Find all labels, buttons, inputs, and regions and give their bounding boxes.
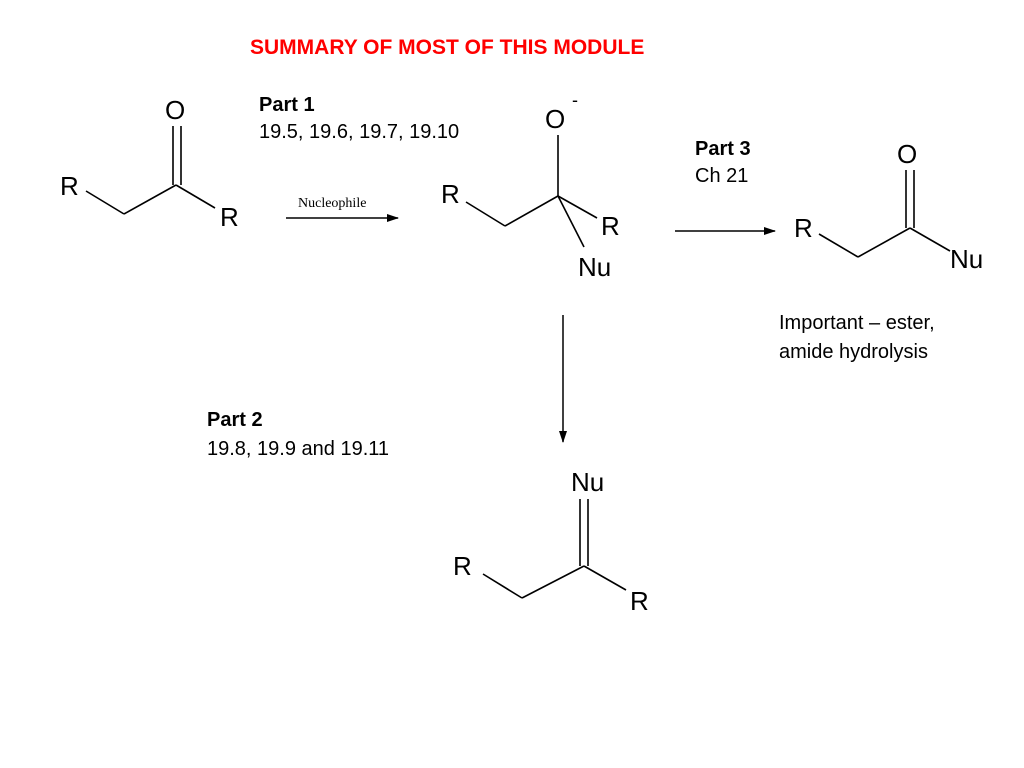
slide-title: SUMMARY OF MOST OF THIS MODULE (250, 36, 645, 59)
acyl-bond-c-nu (909, 227, 951, 252)
alkoxide-negative-charge: - (572, 90, 578, 110)
alkoxide-r-left: R (441, 179, 460, 209)
acyl-product-structure (818, 170, 951, 258)
ketone-bond-ch2-c (123, 184, 177, 215)
alkoxide-oxygen: O (545, 104, 565, 134)
alkoxide-bond-c-nu (557, 195, 585, 248)
hydrolysis-note-line-2: amide hydrolysis (779, 341, 928, 363)
alkoxide-bond-c-r (557, 195, 598, 219)
acyl-bond-ch2-c (857, 227, 911, 258)
alkoxide-bond-r-ch2 (465, 201, 506, 227)
imine-nucleophile: Nu (571, 467, 604, 497)
nucleophile-reagent-label: Nucleophile (298, 196, 366, 211)
acyl-oxygen: O (897, 139, 917, 169)
ketone-structure (85, 126, 216, 215)
imine-r-right: R (630, 586, 649, 616)
ketone-bond-c-r (175, 184, 216, 209)
part-2-label: Part 2 (207, 409, 263, 431)
part-2-sections: 19.8, 19.9 and 19.11 (207, 438, 390, 460)
part-2-caption: Part 2 19.8, 19.9 and 19.11 (207, 409, 389, 461)
imine-bond-r-ch2 (482, 573, 523, 599)
ketone-r-left: R (60, 171, 79, 201)
hydrolysis-note-line-1: Important – ester, (779, 312, 935, 334)
part-3-caption: Part 3 Ch 21 (695, 138, 751, 188)
part-1-label: Part 1 (259, 94, 315, 116)
alkoxide-nucleophile: Nu (578, 252, 611, 282)
imine-bond-c-r (583, 565, 627, 591)
part-3-label: Part 3 (695, 138, 751, 160)
imine-bond-ch2-c (521, 565, 585, 599)
part-1-sections: 19.5, 19.6, 19.7, 19.10 (259, 121, 460, 143)
alkoxide-intermediate-structure (465, 135, 598, 248)
acyl-bond-r-ch2 (818, 233, 859, 258)
alkoxide-r-right: R (601, 211, 620, 241)
acyl-nucleophile: Nu (950, 244, 983, 274)
part-3-sections: Ch 21 (695, 165, 749, 187)
acyl-r-group: R (794, 213, 813, 243)
hydrolysis-note: Important – ester, amide hydrolysis (779, 309, 935, 367)
imine-product-structure (482, 499, 627, 599)
ketone-r-right: R (220, 202, 239, 232)
alkoxide-bond-ch2-c (504, 195, 559, 227)
ketone-bond-r-ch2 (85, 190, 125, 215)
imine-r-left: R (453, 551, 472, 581)
part-1-caption: Part 1 19.5, 19.6, 19.7, 19.10 (259, 94, 459, 144)
ketone-oxygen: O (165, 95, 185, 125)
